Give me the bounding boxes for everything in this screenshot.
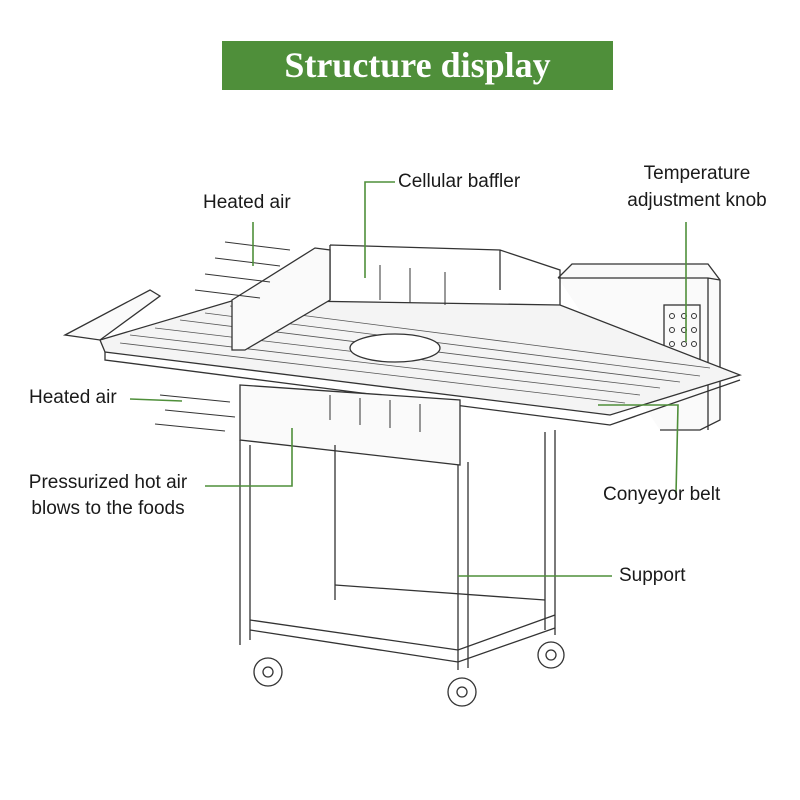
label-temperature-line2: adjustment knob xyxy=(627,190,767,211)
conveyor-oven-illustration xyxy=(62,241,742,707)
label-support: Support xyxy=(619,565,686,586)
title-banner: Structure display xyxy=(222,41,613,90)
label-cellular-baffler: Cellular baffler xyxy=(398,171,521,192)
label-conveyor-belt: Conyeyor belt xyxy=(603,484,721,505)
label-pressurized-line2: blows to the foods xyxy=(31,498,185,519)
label-pressurized-hot-air: Pressurized hot air blows to the foods xyxy=(14,471,202,521)
label-heated-air-left: Heated air xyxy=(29,387,117,408)
label-pressurized-line1: Pressurized hot air xyxy=(28,472,188,493)
leader-lines xyxy=(129,181,687,577)
label-temperature-line1: Temperature xyxy=(643,163,751,184)
label-temperature-knob: Temperature adjustment knob xyxy=(612,162,782,213)
label-heated-air-top: Heated air xyxy=(203,192,291,213)
